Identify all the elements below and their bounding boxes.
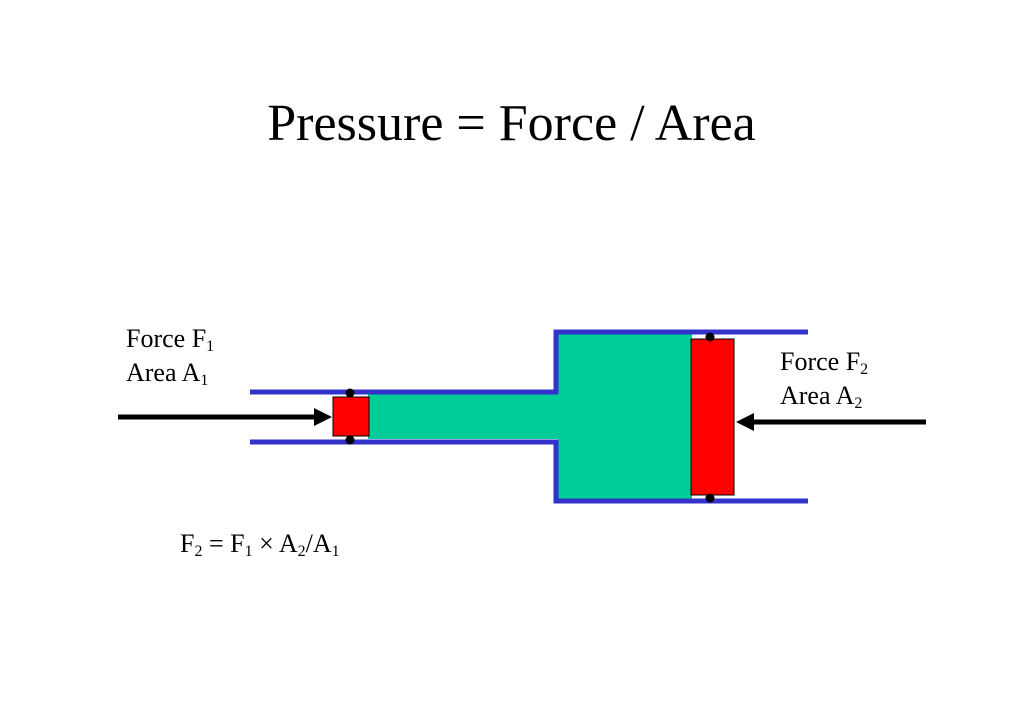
input-area-label: Area A1 xyxy=(126,358,209,389)
input-piston-label: Force F1 Area A1 xyxy=(126,322,214,390)
output-area-label: Area A2 xyxy=(780,381,863,412)
input-piston-seal-bottom xyxy=(345,435,355,445)
output-piston xyxy=(690,338,735,496)
output-piston-seal-bottom xyxy=(705,493,715,503)
force-formula: F2 = F1 × A2/A1 xyxy=(180,529,340,560)
input-piston xyxy=(332,396,370,437)
page-title: Pressure = Force / Area xyxy=(267,95,756,152)
cylinder-walls xyxy=(250,329,808,504)
output-piston-label: Force F2 Area A2 xyxy=(780,345,868,413)
output-force-arrow xyxy=(736,413,926,431)
output-piston-seal-top xyxy=(705,332,715,342)
input-piston-seal-top xyxy=(345,388,355,398)
small-cylinder-top-wall xyxy=(250,329,808,395)
small-cylinder-bottom-wall xyxy=(250,439,808,504)
input-force-label: Force F1 xyxy=(126,324,215,355)
hydraulic-fluid xyxy=(368,334,692,499)
input-force-arrow xyxy=(118,408,332,426)
output-force-label: Force F2 xyxy=(780,347,869,378)
